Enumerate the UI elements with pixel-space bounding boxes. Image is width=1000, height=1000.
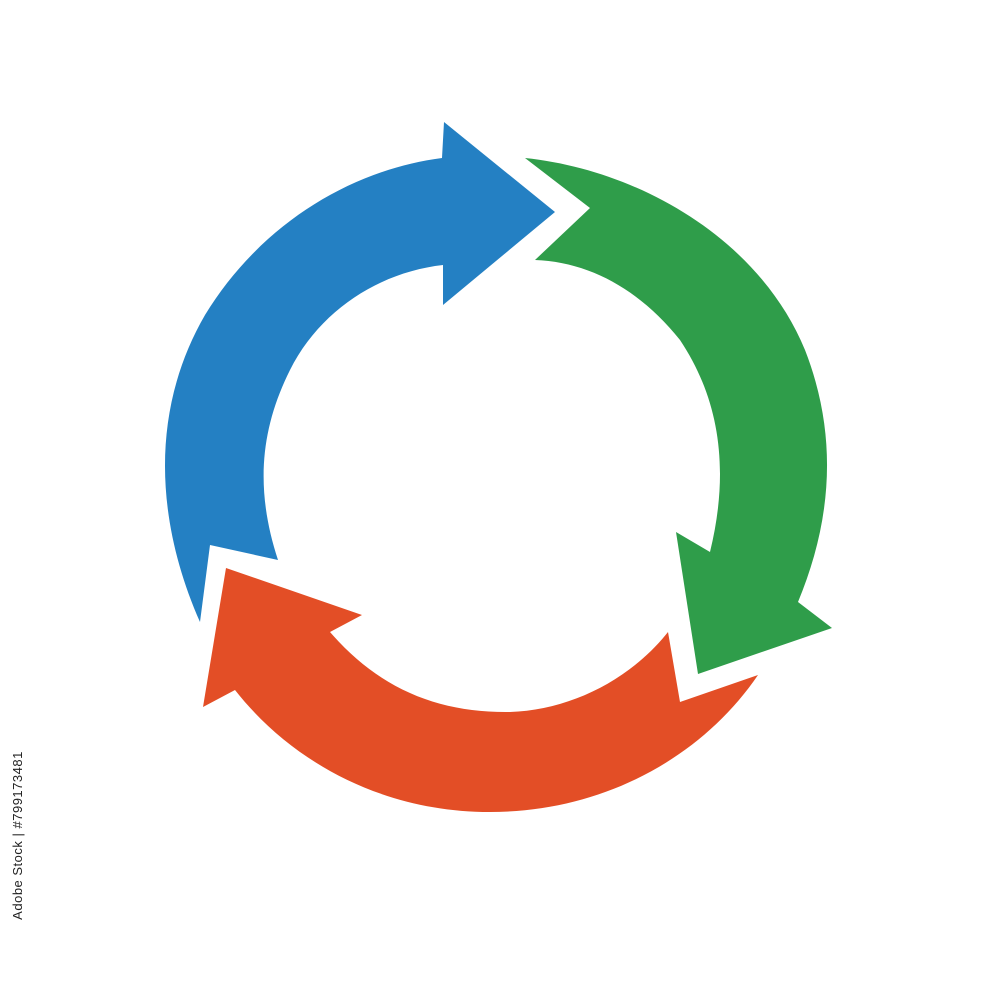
- side-stock-id-label: Adobe Stock | #799173481: [5, 751, 29, 920]
- orange-arrow: [203, 568, 758, 812]
- side-stock-id-text: Adobe Stock | #799173481: [9, 750, 25, 920]
- green-arrow: [525, 158, 832, 674]
- blue-arrow: [165, 122, 555, 622]
